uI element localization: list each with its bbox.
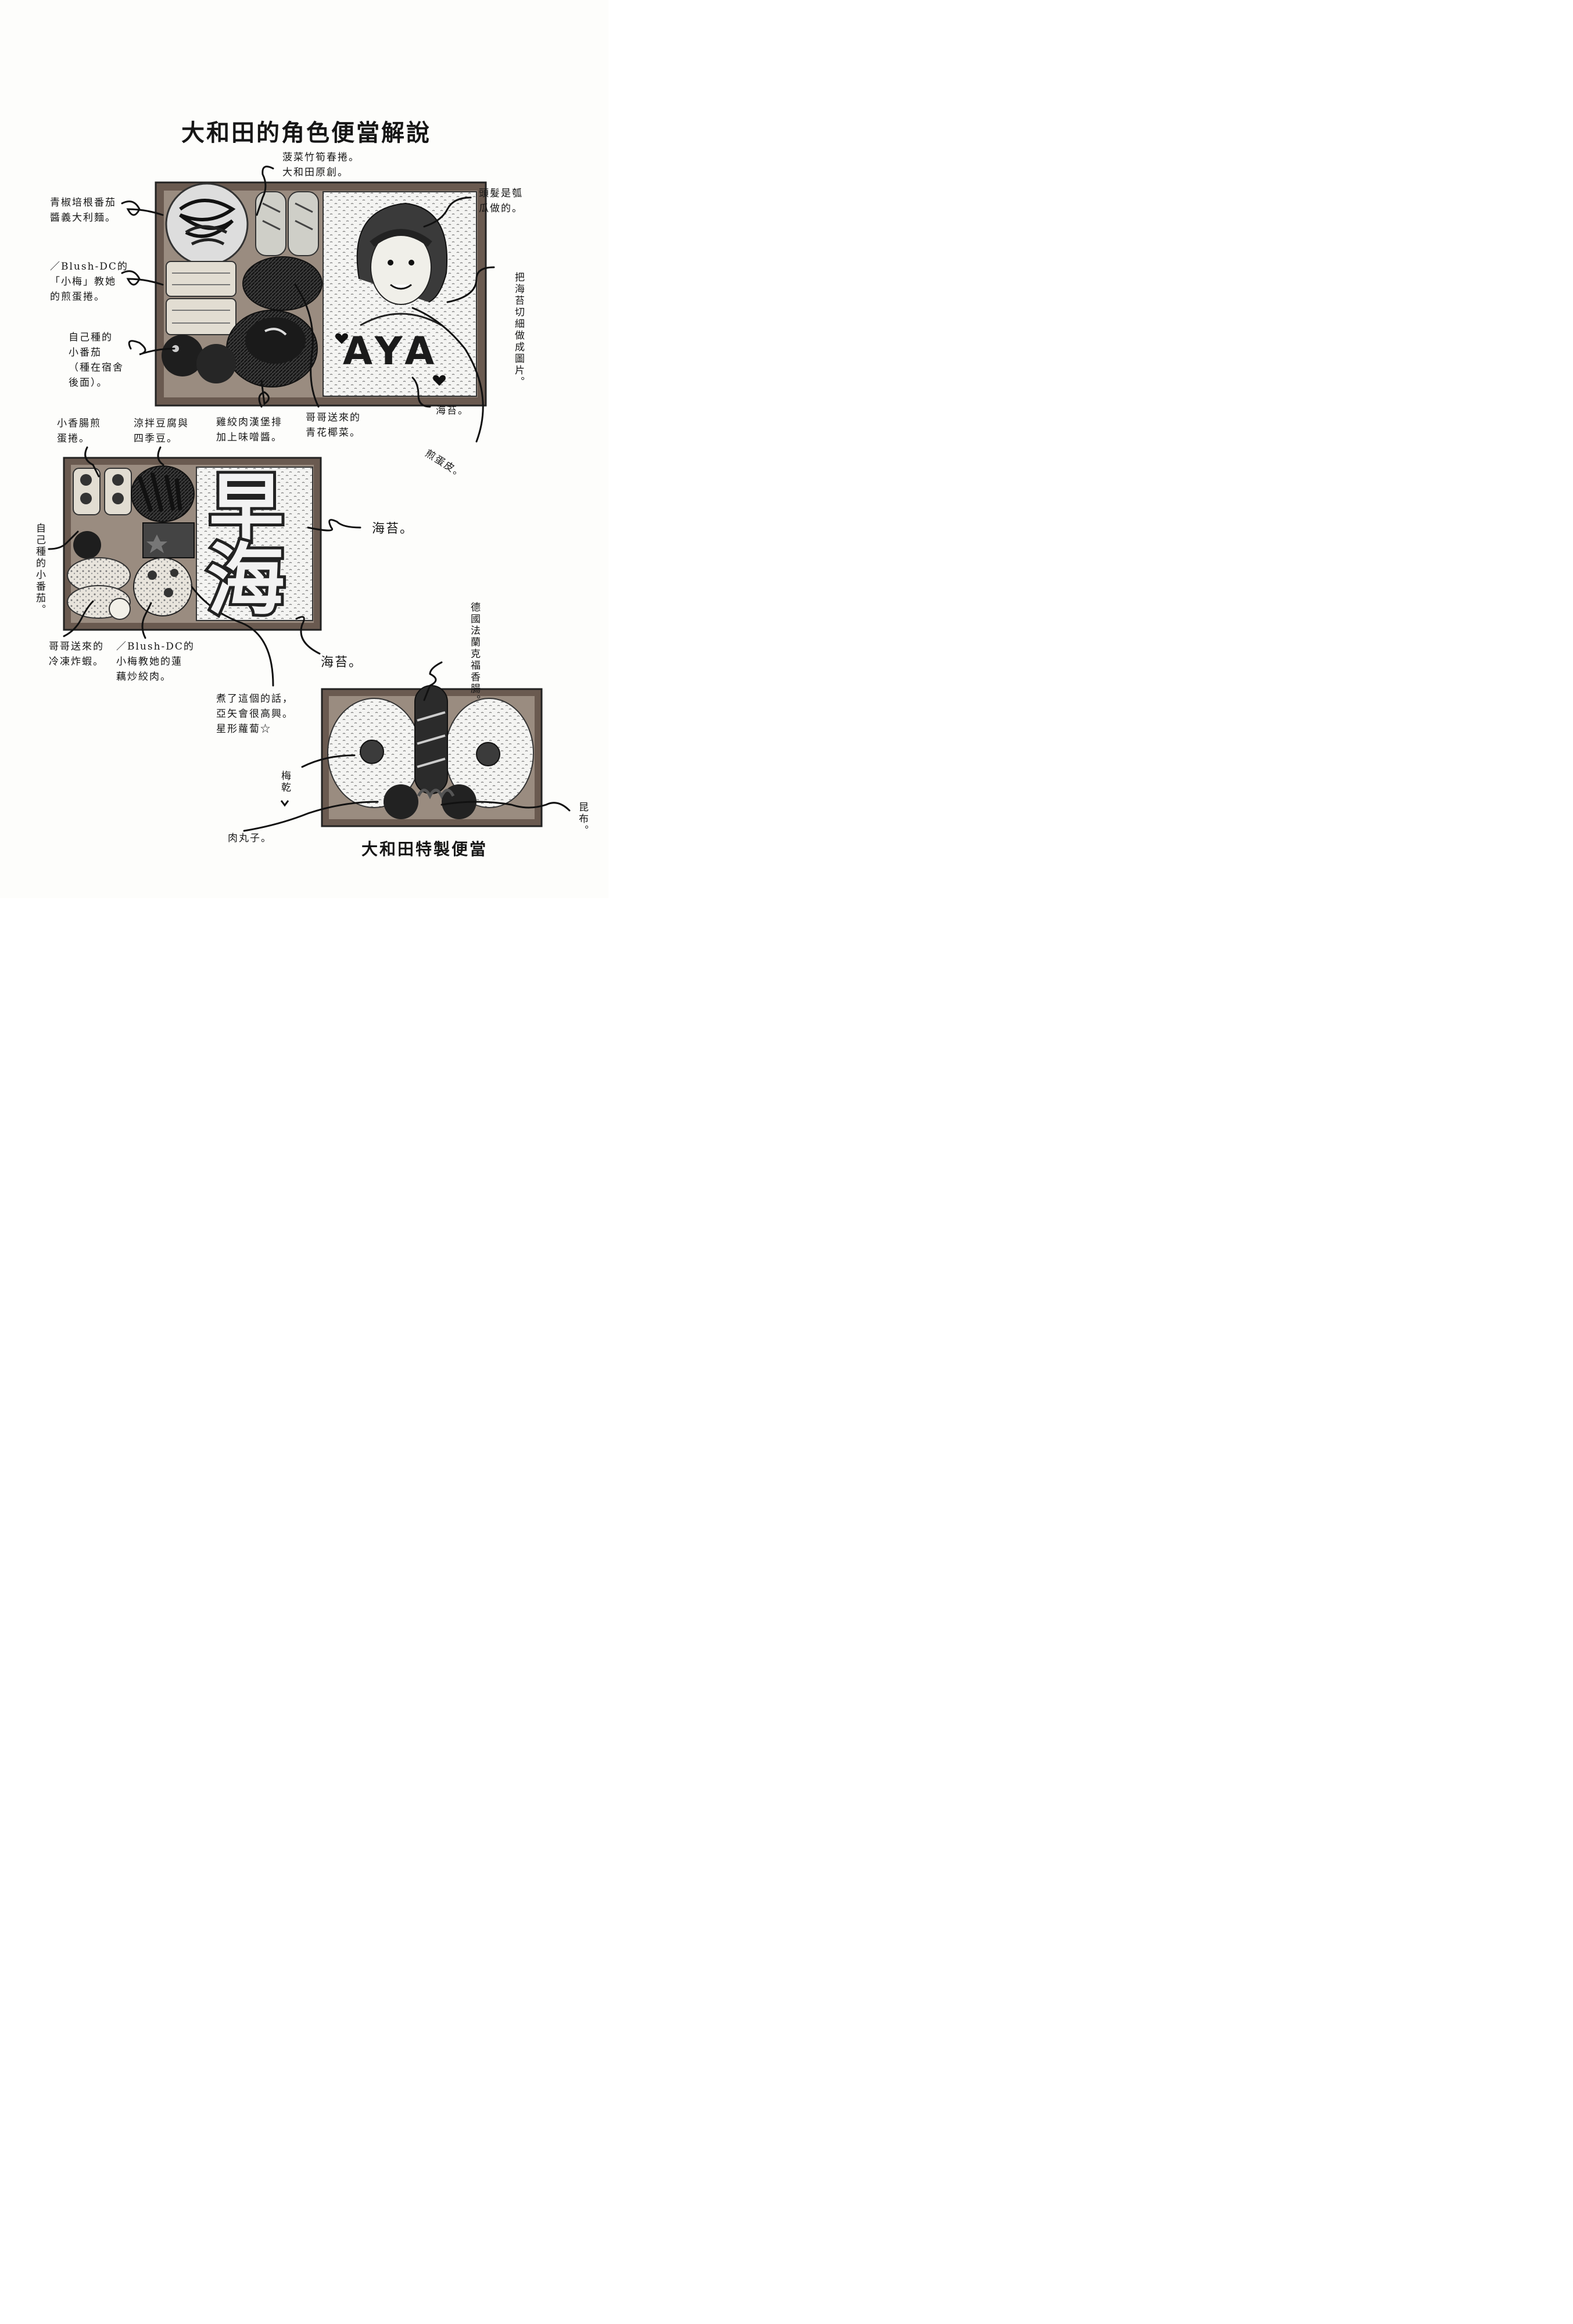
girl-nori-art bbox=[356, 202, 448, 327]
rice-ball-right bbox=[445, 698, 534, 808]
note-hamburg: 雞絞肉漢堡排 加上味噌醬。 bbox=[216, 417, 282, 443]
down-arrow-icon bbox=[280, 800, 289, 807]
annotation-arrows bbox=[48, 166, 571, 832]
bento-illustrations bbox=[48, 166, 571, 832]
pasta-cup bbox=[165, 182, 249, 266]
note-tofu: 涼拌豆腐與 四季豆。 bbox=[134, 418, 189, 444]
bento-box-saki bbox=[63, 457, 322, 631]
rolled-omelets bbox=[166, 261, 237, 335]
note-frankfurter: 德國法蘭克福香腸。 bbox=[468, 602, 480, 706]
lotus-stir-fry bbox=[133, 557, 192, 616]
umeboshi-left bbox=[360, 740, 384, 764]
sausage-omelets bbox=[73, 468, 132, 515]
note-nori-pic: 把海苔切細做成圖片。 bbox=[513, 272, 524, 388]
broccoli bbox=[242, 256, 323, 311]
note-omelet: ／Blush-DC的 「小梅」教她 的煎蛋捲。 bbox=[50, 261, 128, 303]
heart-icon bbox=[335, 333, 348, 344]
meatballs bbox=[384, 784, 476, 819]
note-broccoli: 哥哥送來的 青花椰菜。 bbox=[306, 412, 361, 439]
note-lotus: ／Blush-DC的 小梅教她的蓮 藕炒絞肉。 bbox=[116, 641, 195, 683]
frankfurter bbox=[414, 685, 448, 794]
note-nori-top: 海苔。 bbox=[372, 522, 414, 536]
rice-kanji-top: 早 bbox=[206, 465, 286, 552]
note-hair: 頭髮是瓠 瓜做的。 bbox=[479, 188, 523, 214]
page-title: 大和田的角色便當解說 bbox=[181, 120, 431, 146]
note-sausage-omelet: 小香腸煎 蛋捲。 bbox=[57, 418, 101, 444]
note-pasta: 青椒培根番茄 醬義大利麵。 bbox=[50, 197, 116, 224]
note-kombu: 昆布。 bbox=[576, 802, 588, 837]
note-nori-bottom: 海苔。 bbox=[321, 655, 363, 670]
bento-special-title: 大和田特製便當 bbox=[361, 840, 488, 859]
rice-lettering-aya: AYA bbox=[343, 329, 440, 374]
star-carrots bbox=[142, 522, 195, 558]
note-spinach-roll: 菠菜竹筍春捲。 大和田原創。 bbox=[282, 152, 360, 178]
hamburg-steak bbox=[226, 310, 318, 388]
note-small-tomato: 自己種的小番茄。 bbox=[34, 523, 45, 616]
heart-icon bbox=[433, 375, 446, 386]
note-shrimp: 哥哥送來的 冷凍炸蝦。 bbox=[49, 641, 104, 668]
bento-box-special bbox=[321, 685, 543, 827]
note-meatball: 肉丸子。 bbox=[228, 833, 272, 844]
cherry-tomatoes bbox=[162, 335, 236, 383]
rice-ball-left bbox=[327, 698, 421, 808]
small-tomato bbox=[73, 531, 101, 559]
note-tomato: 自己種的 小番茄 （種在宿舍 後面）。 bbox=[69, 332, 124, 389]
note-nori-aya: 海苔。 bbox=[436, 405, 469, 417]
fried-shrimp bbox=[67, 557, 131, 620]
note-umeboshi: 梅乾 bbox=[279, 770, 291, 794]
spring-rolls bbox=[255, 191, 319, 256]
bento-box-aya bbox=[155, 181, 487, 407]
rice-kanji-bottom: 海 bbox=[204, 535, 288, 626]
manga-page: 大和田的角色便當解說 大和田特製便當 AYA 早 海 菠菜竹筍春捲。 大和田原創… bbox=[0, 0, 608, 898]
note-star-carrot: 煮了這個的話， 亞矢會很高興。 星形蘿蔔☆ bbox=[216, 693, 293, 735]
tofu-and-beans bbox=[131, 465, 195, 522]
umeboshi-right bbox=[476, 742, 500, 766]
